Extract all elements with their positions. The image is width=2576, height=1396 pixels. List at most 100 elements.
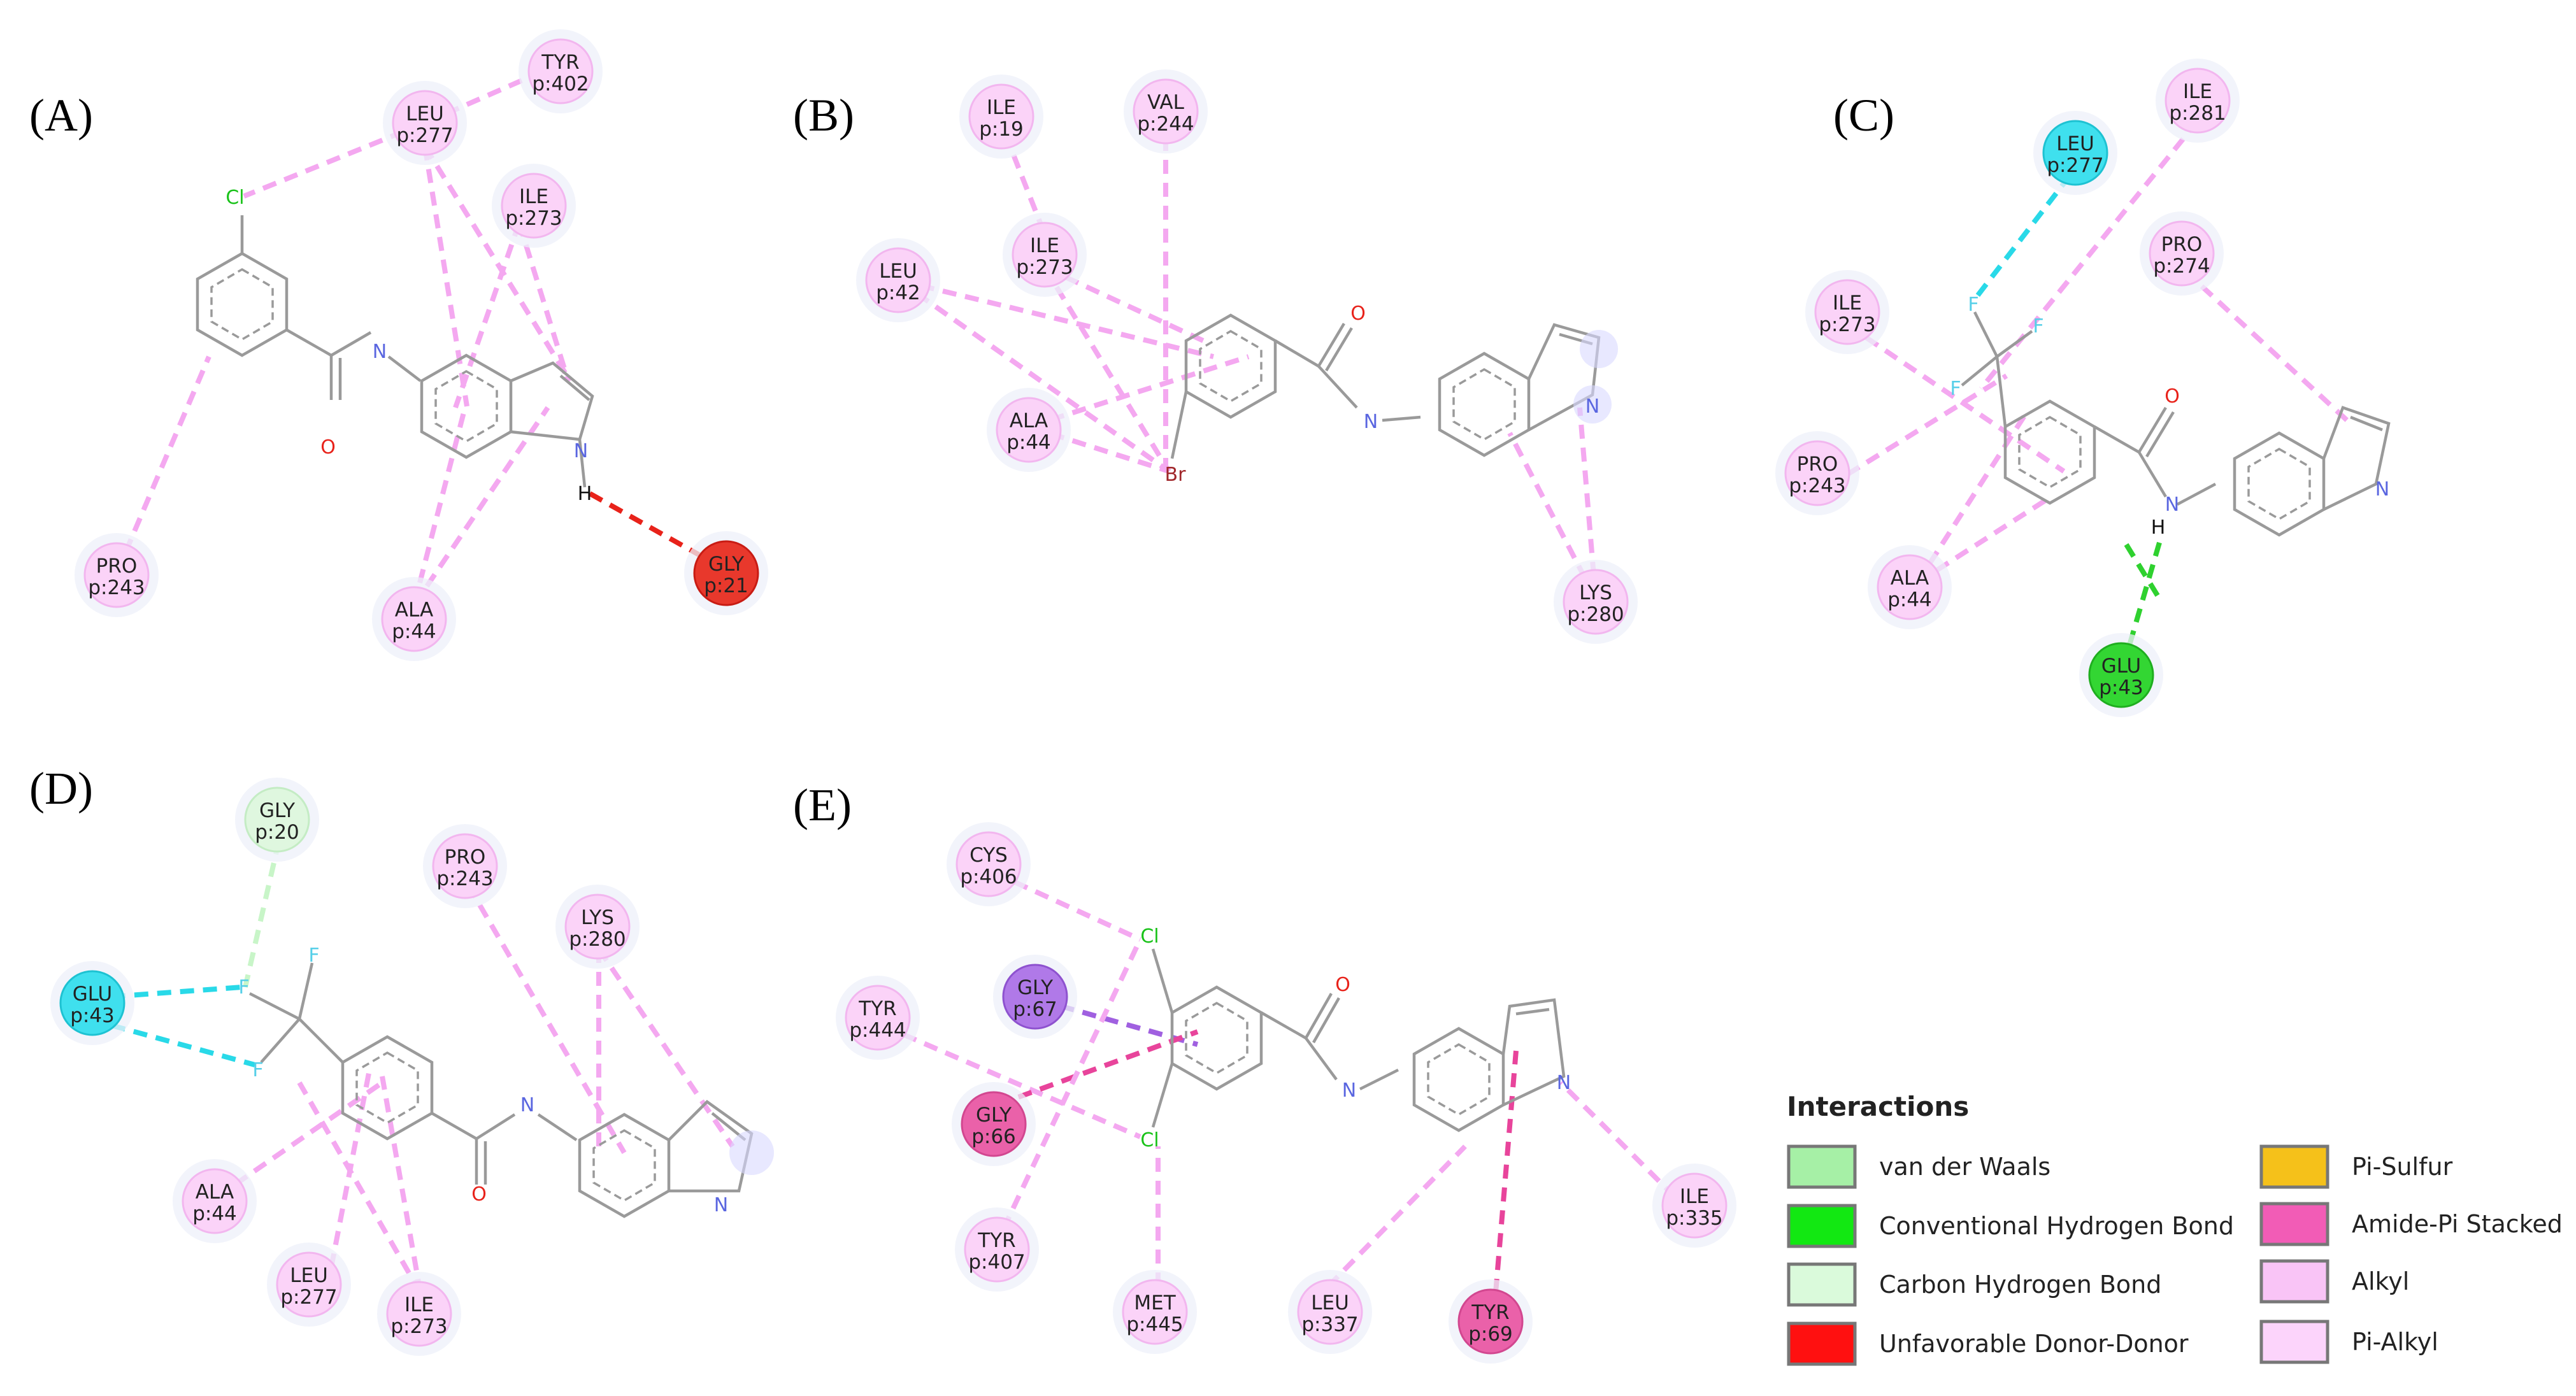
aromatic-ring-inner	[1427, 1043, 1491, 1116]
residue-disc	[182, 1168, 248, 1234]
legend-item-carbon-hydrogen-bond: Carbon Hydrogen Bond	[1787, 1262, 2161, 1307]
legend-item-pi-sulfur: Pi-Sulfur	[2259, 1144, 2453, 1189]
bond	[578, 439, 587, 488]
nitrogen-atom-label: N	[1585, 395, 1599, 418]
residue-disc	[2088, 642, 2154, 708]
residue-position: p:402	[532, 73, 589, 96]
residue-name: PRO	[1797, 453, 1838, 476]
residue-name: TYR	[541, 51, 579, 74]
bond	[2138, 406, 2167, 453]
interaction-line	[297, 1081, 423, 1294]
residue-position: p:43	[70, 1004, 115, 1027]
legend: Interactions van der Waals Conventional …	[1787, 1091, 2563, 1366]
bond	[1325, 327, 1353, 372]
panel-label-b: (B)	[793, 90, 854, 141]
interaction-line	[517, 222, 571, 382]
bond	[1305, 992, 1333, 1039]
bond	[1151, 948, 1174, 1013]
interaction-line	[1845, 322, 2066, 474]
residue-disc	[386, 1281, 452, 1347]
residue-position: p:280	[1567, 603, 1624, 626]
nitrogen-atom-label: N	[574, 440, 588, 462]
residue-position: p:444	[849, 1019, 906, 1042]
nitrogen-atom-label: N	[1557, 1072, 1571, 1094]
interaction-line	[466, 883, 627, 1155]
residue-disc	[59, 970, 125, 1036]
residue-position: p:274	[2153, 255, 2210, 278]
residue-disc	[83, 542, 150, 608]
residue-name: GLY	[708, 553, 744, 576]
residue-position: p:44	[392, 620, 436, 643]
residue-disc	[564, 894, 631, 960]
oxygen-atom-label: O	[2165, 385, 2180, 408]
residue-disc	[392, 90, 458, 156]
residue-position: p:277	[2047, 154, 2103, 177]
residue-name: GLY	[259, 799, 295, 822]
interaction-line	[1559, 1081, 1677, 1199]
legend-swatch	[2259, 1320, 2329, 1364]
residue-name: TYR	[858, 997, 896, 1020]
residue-name: ILE	[2183, 80, 2212, 103]
interaction-line	[243, 840, 282, 988]
residue-position: p:19	[979, 118, 1024, 141]
ligand-d: O N N F F F	[238, 944, 774, 1218]
residue-disc	[2042, 120, 2108, 186]
residue-disc	[2165, 68, 2231, 134]
residue-name: GLU	[2101, 655, 2141, 678]
residue-disc	[1122, 1279, 1188, 1345]
residue-name: TYR	[977, 1229, 1015, 1252]
residue-position: p:243	[1789, 474, 1845, 497]
legend-item-pi-alkyl: Pi-Alkyl	[2259, 1320, 2438, 1364]
interaction-line	[1042, 266, 1171, 473]
residue-name: GLY	[1017, 976, 1053, 999]
bond	[1359, 1068, 1399, 1091]
nitrogen-atom-label: N	[2375, 478, 2389, 501]
bond	[1973, 311, 1999, 358]
residue-position: p:337	[1301, 1313, 1358, 1336]
bond	[431, 1112, 478, 1140]
residue-name: ALA	[1010, 410, 1048, 432]
aromatic-ring-inner	[2247, 447, 2311, 521]
bromine-atom-label: Br	[1165, 464, 1187, 486]
pyrrole-ring	[510, 361, 594, 441]
residue-position: p:42	[876, 281, 920, 304]
residue-position: p:243	[436, 867, 493, 890]
residue-name: LEU	[1311, 1292, 1349, 1314]
residue-position: p:281	[2169, 102, 2226, 125]
residue-position: p:273	[390, 1315, 447, 1338]
residue-name: ILE	[1833, 292, 1862, 315]
nitrogen-atom-label: N	[520, 1094, 534, 1116]
residue-name: ILE	[519, 185, 548, 208]
residue-disc	[968, 83, 1034, 150]
residue-position: p:44	[1887, 588, 1932, 611]
residue-position: p:244	[1137, 113, 1194, 136]
legend-label: van der Waals	[1879, 1153, 2050, 1181]
aromatic-ring-inner	[210, 267, 274, 341]
oxygen-atom-label: O	[1335, 974, 1350, 996]
interaction-line	[881, 1023, 1141, 1139]
residue-name: CYS	[970, 844, 1008, 867]
ligand-e: Cl Cl O N N	[1140, 925, 1571, 1151]
bond	[1961, 355, 1998, 387]
fluorine-atom-label: F	[238, 976, 249, 999]
residue-disc	[961, 1091, 1027, 1157]
ligand-a: Cl N O N H	[196, 187, 594, 505]
interaction-line	[898, 278, 1214, 359]
legend-item-amide-pi-stacked: Amide-Pi Stacked	[2259, 1202, 2563, 1246]
residue-name: LEU	[290, 1264, 328, 1287]
legend-label: Alkyl	[2352, 1267, 2409, 1295]
residue-position: p:66	[971, 1125, 1016, 1148]
nitrogen-atom-label: N	[2165, 494, 2179, 516]
